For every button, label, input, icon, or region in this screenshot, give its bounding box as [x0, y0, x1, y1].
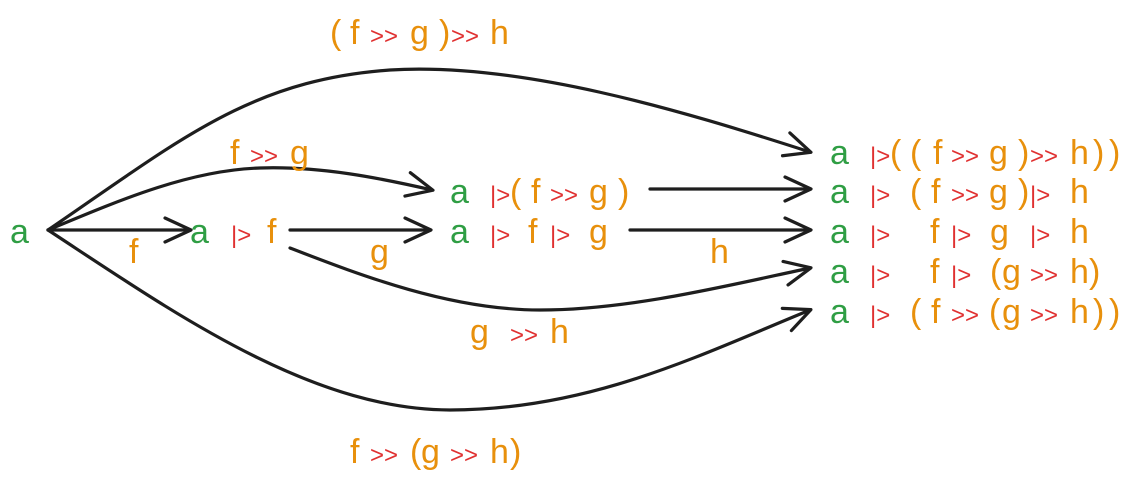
edge-label-compose-fg-h-function-token: g — [410, 14, 429, 52]
node-result-1-function-token: ) — [1018, 134, 1029, 172]
edge-label-compose-f-gh-function-token: f — [350, 433, 360, 471]
node-result-4-operator-token: |> — [951, 262, 971, 289]
node-result-2-function-token: ( — [910, 173, 922, 211]
node-result-5-function-token: ) — [1093, 293, 1104, 331]
node-result-4-function-token: g — [1002, 253, 1021, 291]
node-result-4-function-token: ) — [1089, 253, 1100, 291]
node-result-5-operator-token: |> — [870, 302, 890, 329]
node-result-5-function-token: f — [931, 293, 941, 331]
node-result-5-function-token: g — [1002, 293, 1021, 331]
edge-label-compose-f-gh-operator-token: >> — [450, 442, 478, 469]
node-result-3-function-token: g — [990, 213, 1009, 251]
node-result-1-operator-token: |> — [870, 143, 890, 170]
node-a-pipe-compose-fg-operator-token: >> — [550, 182, 578, 209]
edge-a-pipe-f-to-result-4 — [288, 246, 813, 312]
edge-label-compose-gh-operator-token: >> — [510, 322, 538, 349]
node-result-2-value-token: a — [830, 173, 849, 211]
node-result-2-operator-token: >> — [951, 182, 979, 209]
edge-label-compose-fg-h-operator-token: >> — [370, 23, 398, 50]
edge-a-to-a-pipe-compose-fg — [46, 166, 435, 232]
edge-label-compose-f-gh-operator-token: >> — [370, 442, 398, 469]
edge-label-compose-f-gh-function-token: ( — [410, 433, 422, 471]
edge-label-compose-fg-h-operator-token: >> — [451, 23, 479, 50]
node-result-3-operator-token: |> — [1030, 222, 1050, 249]
node-result-4-function-token: h — [1070, 253, 1089, 291]
edge-a-to-result-1 — [46, 67, 813, 232]
node-a-pipe-compose-fg-function-token: g — [589, 173, 608, 211]
edge-label-f-function-token: f — [129, 233, 139, 271]
edge-a-to-result-5 — [46, 228, 813, 412]
node-result-2-function-token: h — [1070, 173, 1089, 211]
node-result-1-function-token: ( — [910, 134, 922, 172]
node-result-5-function-token: ( — [910, 293, 922, 331]
edge-label-compose-fg-h-function-token: h — [490, 14, 509, 52]
node-a-pipe-f-operator-token: |> — [231, 222, 251, 249]
node-result-3-operator-token: |> — [951, 222, 971, 249]
node-a-pipe-f-pipe-g-function-token: f — [528, 213, 538, 251]
node-result-3-value-token: a — [830, 213, 849, 251]
node-a-pipe-compose-fg-operator-token: |> — [490, 182, 510, 209]
node-a-pipe-f-function-token: f — [267, 213, 277, 251]
node-result-5-value-token: a — [830, 293, 849, 331]
edge-label-compose-f-gh-function-token: h — [490, 433, 509, 471]
node-a-pipe-compose-fg-function-token: ( — [510, 173, 522, 211]
node-a-pipe-f-pipe-g-function-token: g — [589, 213, 608, 251]
node-result-1-function-token: ( — [890, 134, 902, 172]
node-result-1-function-token: g — [989, 134, 1008, 172]
edges — [46, 67, 813, 412]
node-result-5-operator-token: >> — [951, 302, 979, 329]
node-result-1-value-token: a — [830, 134, 849, 172]
node-result-2-function-token: ) — [1018, 173, 1029, 211]
node-result-4-value-token: a — [830, 253, 849, 291]
node-result-4-operator-token: |> — [870, 262, 890, 289]
edge-label-compose-fg-h-function-token: ) — [439, 14, 450, 52]
edge-label-g-function-token: g — [370, 233, 389, 271]
node-result-2-operator-token: |> — [1030, 182, 1050, 209]
edge-label-compose-gh-function-token: h — [550, 313, 569, 351]
node-a: a — [10, 213, 29, 251]
node-result-4-function-token: f — [930, 253, 940, 291]
node-result-3-function-token: f — [930, 213, 940, 251]
node-result-5-operator-token: >> — [1030, 302, 1058, 329]
edge-label-h-function-token: h — [710, 233, 729, 271]
node-result-3-function-token: h — [1070, 213, 1089, 251]
node-result-1-function-token: ) — [1093, 134, 1104, 172]
node-result-2-function-token: f — [931, 173, 941, 211]
edge-label-compose-fg-h-function-token: ( — [330, 14, 342, 52]
edge-label-compose-gh-function-token: g — [470, 313, 489, 351]
node-result-2-function-token: g — [989, 173, 1008, 211]
node-result-4-function-token: ( — [990, 253, 1002, 291]
node-result-2-operator-token: |> — [870, 182, 890, 209]
node-result-5-function-token: ( — [989, 293, 1001, 331]
node-result-1-function-token: f — [933, 134, 943, 172]
edge-label-compose-fg-operator-token: >> — [250, 143, 278, 170]
node-a-pipe-compose-fg-value-token: a — [450, 173, 469, 211]
node-result-1-operator-token: >> — [951, 143, 979, 170]
node-result-3-operator-token: |> — [870, 222, 890, 249]
edge-label-compose-f-gh-function-token: g — [421, 433, 440, 471]
node-a-pipe-compose-fg-function-token: ) — [618, 173, 629, 211]
node-result-5-function-token: h — [1070, 293, 1089, 331]
node-a-pipe-f-pipe-g-operator-token: |> — [490, 222, 510, 249]
node-result-1-function-token: ) — [1109, 134, 1120, 172]
node-a-pipe-f-pipe-g-value-token: a — [450, 213, 469, 251]
node-result-4-operator-token: >> — [1030, 262, 1058, 289]
node-a-pipe-f-pipe-g-operator-token: |> — [550, 222, 570, 249]
node-a-pipe-f-value-token: a — [190, 213, 209, 251]
node-result-5-function-token: ) — [1109, 293, 1120, 331]
node-result-1-function-token: h — [1070, 134, 1089, 172]
edge-label-compose-fg-h-function-token: f — [350, 14, 360, 52]
edge-label-compose-fg-function-token: g — [290, 134, 309, 172]
node-a-pipe-compose-fg-function-token: f — [531, 173, 541, 211]
edge-label-compose-f-gh-function-token: ) — [510, 433, 521, 471]
edge-label-compose-fg-function-token: f — [230, 134, 240, 172]
node-result-1-operator-token: >> — [1030, 143, 1058, 170]
